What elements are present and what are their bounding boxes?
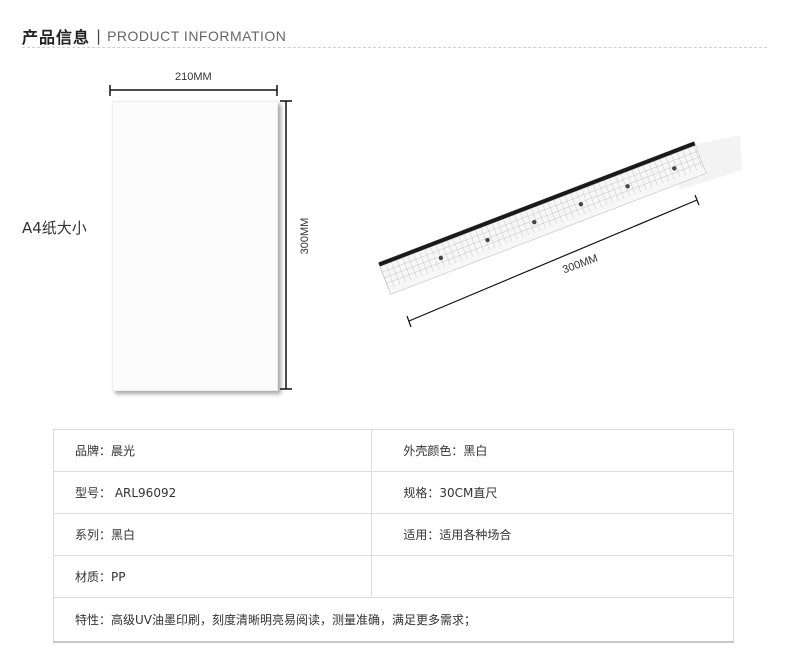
- section-title-cn: 产品信息: [22, 28, 91, 47]
- spec-series: 系列：黑白: [52, 513, 373, 556]
- spec-model: 型号： ARL96092: [52, 471, 373, 514]
- a4-size-label: A4纸大小: [22, 219, 87, 237]
- section-title-en: PRODUCT INFORMATION: [107, 28, 287, 44]
- spec-brand: 品牌：晨光: [52, 429, 373, 472]
- table-row: 特性：高级UV油墨印刷，刻度清晰明亮易阅读，测量准确，满足更多需求；: [53, 597, 734, 643]
- title-separator: |: [96, 27, 102, 45]
- paper-height-label: 300MM: [299, 217, 311, 255]
- spec-size: 规格：30CM直尺: [371, 471, 734, 514]
- table-row: 材质：PP: [52, 555, 734, 598]
- spec-usage: 适用：适用各种场合: [371, 513, 734, 556]
- spec-material: 材质：PP: [52, 555, 373, 598]
- table-row: 型号： ARL96092 规格：30CM直尺: [52, 471, 734, 514]
- paper-width-label: 210MM: [175, 71, 212, 83]
- a4-paper-illustration: [112, 101, 278, 391]
- ruler-illustration: [377, 135, 742, 295]
- spec-table: 品牌：晨光 外壳颜色：黑白 型号： ARL96092 规格：30CM直尺 系列：…: [52, 429, 734, 643]
- spec-shell-color: 外壳颜色：黑白: [371, 429, 734, 472]
- table-row: 系列：黑白 适用：适用各种场合: [52, 513, 734, 556]
- table-row: 品牌：晨光 外壳颜色：黑白: [52, 429, 734, 472]
- header-divider: [22, 47, 767, 48]
- section-header: 产品信息 | PRODUCT INFORMATION: [22, 24, 286, 48]
- spec-empty-cell: [371, 555, 734, 598]
- spec-features: 特性：高级UV油墨印刷，刻度清晰明亮易阅读，测量准确，满足更多需求；: [53, 597, 734, 643]
